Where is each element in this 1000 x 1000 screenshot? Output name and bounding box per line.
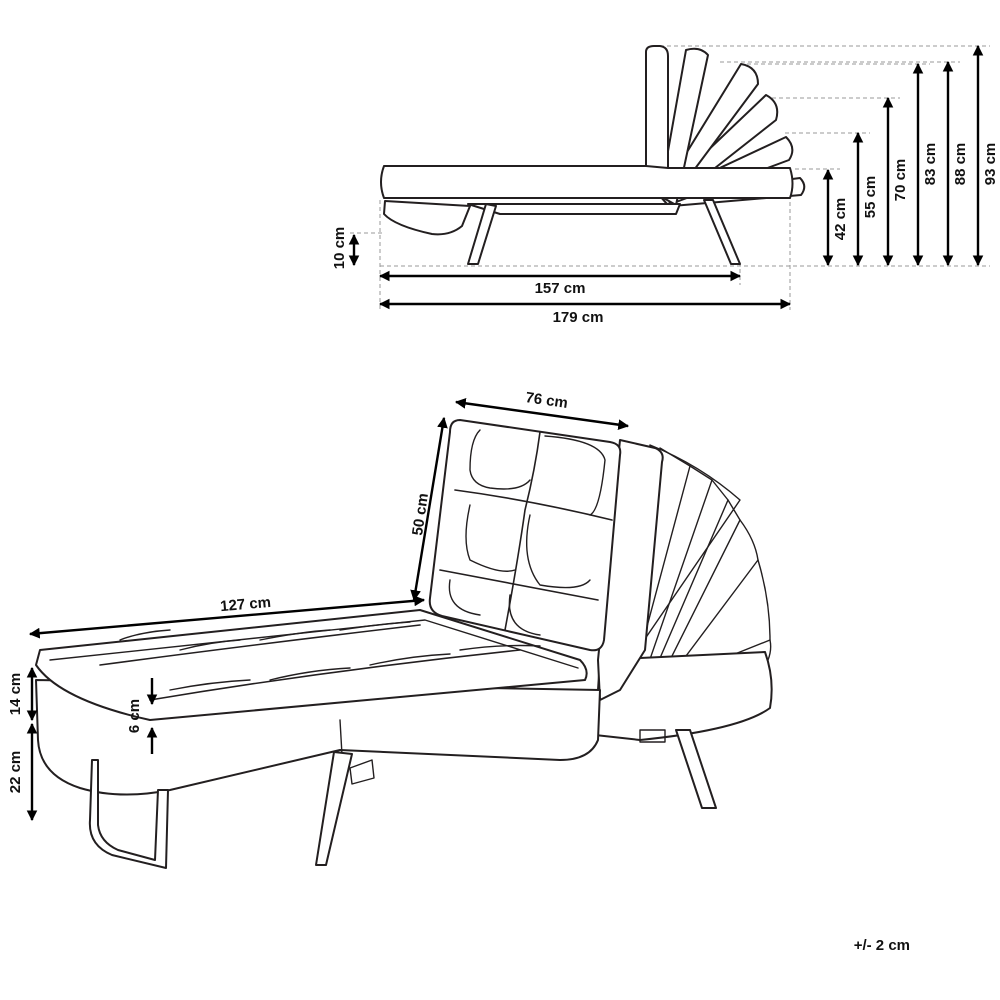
dim-back-height-label: 50 cm bbox=[409, 492, 432, 536]
dim-total-length-label: 179 cm bbox=[553, 309, 604, 326]
side-rear-leg bbox=[703, 199, 741, 265]
backrest-cushion bbox=[428, 419, 622, 652]
side-view: 10 cm 157 cm 179 cm 42 cm 55 cm 70 cm 83… bbox=[331, 44, 999, 326]
dim-back-height-arrow bbox=[410, 416, 448, 602]
dim-height-1-label: 42 cm bbox=[832, 198, 849, 241]
rear-leg bbox=[675, 729, 717, 809]
dim-topper-thickness-label: 6 cm bbox=[126, 699, 143, 733]
rear-base bbox=[594, 651, 773, 741]
backrest-tufting bbox=[439, 429, 613, 636]
dim-seat-length-arrow bbox=[28, 595, 426, 639]
middle-leg bbox=[315, 751, 353, 866]
side-view-reference-lines bbox=[350, 45, 990, 310]
seat-base-seam bbox=[339, 719, 343, 756]
perspective-view: 76 cm 50 cm 127 cm 14 cm 6 cm 22 cm bbox=[7, 389, 773, 869]
dim-seat-length-label: 127 cm bbox=[220, 594, 272, 615]
side-frame bbox=[467, 203, 681, 215]
dim-height-5-label: 88 cm bbox=[952, 143, 969, 186]
dim-back-width-arrow bbox=[454, 397, 630, 431]
side-seat bbox=[380, 165, 794, 199]
middle-leg-bracket bbox=[349, 759, 375, 785]
dim-mattress-height-label: 14 cm bbox=[7, 673, 24, 716]
rear-leg-bracket bbox=[639, 729, 666, 743]
backrest-upright bbox=[645, 45, 669, 197]
dim-height-4-label: 83 cm bbox=[922, 143, 939, 186]
front-u-leg bbox=[88, 759, 169, 869]
side-front-leg bbox=[467, 203, 497, 265]
dim-height-6-label: 93 cm bbox=[982, 143, 999, 186]
tolerance-note: +/- 2 cm bbox=[854, 937, 910, 954]
dim-leg-clearance-label: 10 cm bbox=[331, 227, 348, 270]
dim-back-width-label: 76 cm bbox=[524, 389, 568, 412]
dim-height-3-label: 70 cm bbox=[892, 159, 909, 202]
dim-leg-span-label: 157 cm bbox=[535, 280, 586, 297]
perspective-recline-fan bbox=[609, 444, 772, 691]
side-foot-section bbox=[383, 200, 471, 236]
dim-height-2-label: 55 cm bbox=[862, 176, 879, 219]
dim-leg-height-label: 22 cm bbox=[7, 751, 24, 794]
